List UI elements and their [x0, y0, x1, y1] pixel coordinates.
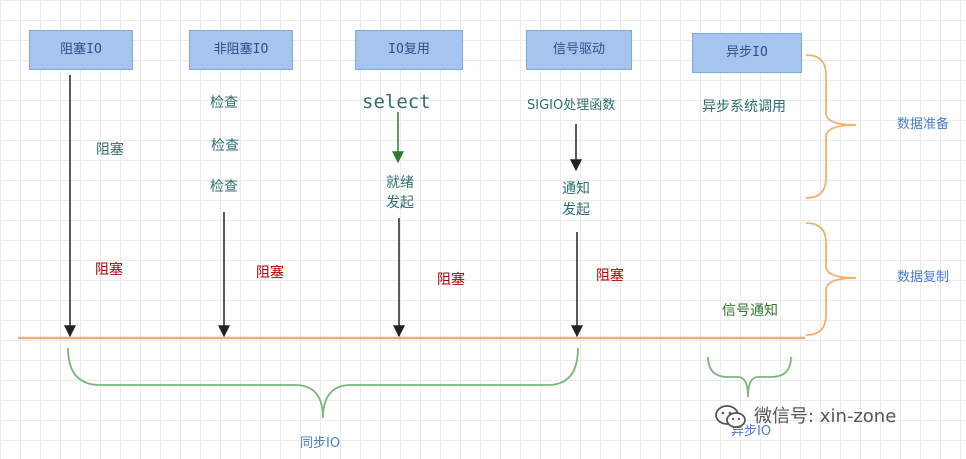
signal-driven-box: 信号驱动: [526, 30, 632, 70]
check-label-2: 检查: [211, 138, 239, 154]
check-label-3: 检查: [210, 179, 238, 195]
nonblocking-io-box: 非阻塞IO: [189, 30, 293, 70]
ready-label-1: 就绪: [386, 175, 414, 191]
io-multiplexing-box: IO复用: [355, 30, 463, 70]
data-prepare-label: 数据准备: [897, 117, 950, 132]
async-bracket: [707, 356, 792, 398]
blocking-label-1: 阻塞: [96, 142, 124, 158]
blocking-io-box: 阻塞IO: [29, 30, 133, 70]
check-label-1: 检查: [210, 95, 238, 111]
ready-label-2: 发起: [386, 195, 414, 211]
async-io-box: 异步IO: [692, 33, 802, 73]
wechat-watermark: 微信号: xin-zone: [714, 404, 896, 430]
notify-label-2: 发起: [562, 202, 590, 218]
select-label: select: [362, 91, 431, 113]
data-copy-label: 数据复制: [897, 270, 950, 285]
signal-block-label: 阻塞: [596, 268, 624, 284]
async-io-label: 异步IO: [731, 424, 772, 439]
wechat-icon: [715, 405, 746, 428]
blocking-label-2: 阻塞: [95, 262, 123, 278]
nonblocking-block-label: 阻塞: [256, 265, 284, 281]
multiplexing-block-label: 阻塞: [437, 272, 465, 288]
sigio-handler-label: SIGIO处理函数: [527, 98, 616, 113]
sync-io-label: 同步IO: [300, 436, 341, 451]
copy-bracket: [805, 222, 857, 336]
notify-label-1: 通知: [562, 181, 590, 197]
sync-bracket: [67, 347, 579, 419]
prepare-bracket: [805, 54, 857, 199]
async-syscall-label: 异步系统调用: [702, 99, 786, 115]
watermark-text: 微信号: xin-zone: [754, 406, 897, 427]
signal-notify-label: 信号通知: [722, 303, 778, 319]
